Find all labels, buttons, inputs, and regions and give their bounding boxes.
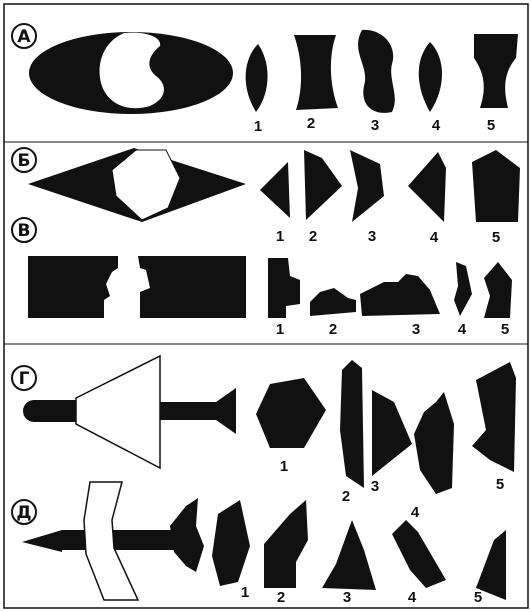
row-a-figure bbox=[29, 32, 233, 114]
row-a-badge: А bbox=[12, 24, 36, 48]
row-a-number-5: 5 bbox=[487, 117, 495, 134]
row-a-number-4: 4 bbox=[432, 117, 441, 134]
row-a-number-3: 3 bbox=[371, 117, 379, 134]
row-g-number-4: 4 bbox=[411, 504, 420, 521]
row-d-number-4: 4 bbox=[408, 589, 417, 606]
row-g-badge: Г bbox=[12, 366, 36, 390]
row-g-number-3: 3 bbox=[371, 478, 379, 495]
row-d-letter: Д bbox=[16, 503, 31, 523]
row-v-letter: В bbox=[18, 221, 31, 241]
row-b-badge: Б bbox=[12, 148, 36, 172]
row-g-number-2: 2 bbox=[342, 488, 350, 505]
row-g-handle bbox=[23, 400, 76, 422]
row-v-number-5: 5 bbox=[501, 321, 509, 338]
row-v-number-2: 2 bbox=[329, 321, 337, 338]
row-v-number-4: 4 bbox=[458, 321, 467, 338]
row-g-number-1: 1 bbox=[280, 458, 288, 475]
row-v-number-1: 1 bbox=[276, 321, 284, 338]
row-d-number-1: 1 bbox=[241, 584, 249, 601]
row-b-letter: Б bbox=[18, 151, 31, 171]
row-b-number-1: 1 bbox=[276, 228, 284, 245]
row-b-number-2: 2 bbox=[309, 228, 317, 245]
row-v-figure bbox=[28, 256, 246, 318]
row-a-letter: А bbox=[17, 27, 31, 47]
row-d-number-2: 2 bbox=[277, 589, 285, 606]
row-b-number-3: 3 bbox=[368, 228, 376, 245]
row-d-number-3: 3 bbox=[343, 589, 351, 606]
row-d-number-5: 5 bbox=[474, 589, 482, 606]
row-a-number-1: 1 bbox=[254, 118, 262, 135]
row-v-number-3: 3 bbox=[412, 321, 420, 338]
row-b-number-4: 4 bbox=[430, 229, 439, 246]
row-b-number-5: 5 bbox=[492, 229, 500, 246]
row-a-number-2: 2 bbox=[307, 115, 315, 132]
row-g-number-5: 5 bbox=[496, 476, 504, 493]
row-d-badge: Д bbox=[12, 500, 36, 524]
row-v-badge: В bbox=[12, 218, 36, 242]
row-d-fuselage bbox=[62, 530, 174, 550]
row-g-letter: Г bbox=[19, 369, 30, 389]
